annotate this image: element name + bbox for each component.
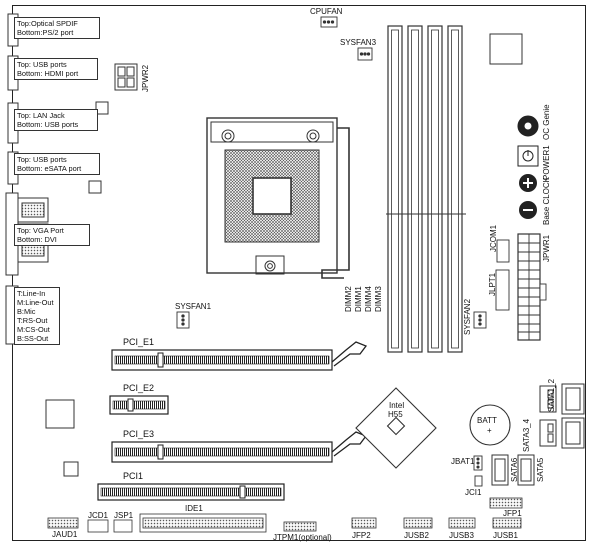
io-label-lan-usb: Top: LAN Jack Bottom: USB ports [14, 109, 98, 131]
marker-square [489, 33, 523, 65]
sysfan3-header [357, 47, 373, 61]
cpufan-header [320, 16, 338, 28]
pcie3-label: PCI_E3 [123, 429, 155, 439]
audio-jack-label: B:Mic [17, 307, 36, 316]
oc-genie-button [517, 115, 539, 137]
bottom-headers [47, 497, 523, 533]
cpu-socket [206, 117, 350, 279]
io-label-audio: T:Line-In M:Line-Out B:Mic T:RS-Out M:CS… [14, 287, 60, 345]
io-label-vga-dvi: Top: VGA Port Bottom: DVI [14, 224, 90, 246]
jpwr2-label: JPWR2 [141, 64, 150, 92]
io-bottom-text: Bottom: DVI [17, 235, 57, 244]
chipset [355, 387, 437, 469]
pcie1-label: PCI_E1 [123, 337, 155, 347]
audio-jack-label: M:Line-Out [17, 298, 54, 307]
chipset-brand-label: Intel [389, 401, 405, 410]
ide1-label: IDE1 [185, 504, 203, 513]
sata12-label: SATA1_2 [547, 378, 556, 412]
jtpm1-label: JTPM1(optional) [273, 533, 332, 542]
jfp1-label: JFP1 [503, 509, 522, 518]
chipset-model-label: H55 [388, 410, 403, 419]
power-button [517, 145, 539, 167]
power1-label: POWER1 [542, 145, 551, 180]
marker-square [63, 461, 79, 477]
sysfan3-label: SYSFAN3 [340, 38, 377, 47]
jfp2-label: JFP2 [352, 531, 371, 540]
sysfan2-header [473, 311, 487, 329]
jaud1-label: JAUD1 [52, 530, 78, 539]
sata-connectors [539, 383, 585, 449]
io-top-text: Top: VGA Port [17, 226, 64, 235]
dimm3-label: DIMM3 [374, 286, 383, 312]
jci1-label: JCI1 [465, 488, 482, 497]
marker-square [95, 101, 109, 115]
battery-label: BATT [477, 416, 497, 425]
dimm1-label: DIMM1 [354, 286, 363, 312]
io-label-usb-hdmi: Top: USB ports Bottom: HDMI port [14, 58, 98, 80]
io-top-text: Top: USB ports [17, 155, 67, 164]
jbat1-label: JBAT1 [451, 457, 475, 466]
jpwr1-label: JPWR1 [542, 234, 551, 262]
marker-square [88, 180, 102, 194]
jci1-header [474, 475, 483, 487]
jlpt1-header [495, 269, 510, 311]
io-bottom-text: Bottom: eSATA port [17, 164, 82, 173]
audio-jack-label: B:SS-Out [17, 334, 49, 343]
audio-jack-label: T:RS-Out [17, 316, 48, 325]
io-label-spdif: Top:Optical SPDIF Bottom:PS/2 port [14, 17, 100, 39]
io-top-text: Top: USB ports [17, 60, 67, 69]
jbat1-header [473, 455, 483, 471]
cpufan-label: CPUFAN [310, 7, 343, 16]
jusb2-label: JUSB2 [404, 531, 429, 540]
base-clock-label: Base CLOCK [542, 176, 551, 225]
sysfan1-header [176, 311, 190, 329]
jsp1-label: JSP1 [114, 511, 134, 520]
dimm2-label: DIMM2 [344, 286, 353, 312]
jpwr1-connector [517, 233, 547, 341]
io-bottom-text: Bottom:PS/2 port [17, 28, 74, 37]
io-bottom-text: Bottom: HDMI port [17, 69, 79, 78]
battery-plus-label: + [487, 426, 492, 435]
jlpt1-label: JLPT1 [488, 272, 497, 296]
pcie2-slot [109, 395, 169, 415]
io-label-usb-esata: Top: USB ports Bottom: eSATA port [14, 153, 100, 175]
pci1-label: PCI1 [123, 471, 144, 481]
io-top-text: Top:Optical SPDIF [17, 19, 78, 28]
pcie2-label: PCI_E2 [123, 383, 155, 393]
sata34-label: SATA3_4 [522, 418, 531, 452]
pci1-slot [97, 483, 285, 501]
dimm-slots [386, 25, 466, 353]
io-bottom-text: Bottom: USB ports [17, 120, 79, 129]
jusb1-label: JUSB1 [493, 531, 518, 540]
audio-jack-label: M:CS-Out [17, 325, 50, 334]
battery [469, 404, 511, 446]
base-clock-minus-button [519, 201, 537, 219]
base-clock-plus-button [519, 174, 537, 192]
jcom1-label: JCOM1 [489, 224, 498, 252]
dimm4-label: DIMM4 [364, 286, 373, 312]
pcie3-slot [111, 431, 368, 463]
io-top-text: Top: LAN Jack [17, 111, 65, 120]
sata5-sata6-connectors [491, 454, 535, 486]
oc-genie-label: OC Genie [542, 104, 551, 140]
sysfan2-label: SYSFAN2 [463, 298, 472, 335]
sata6-label: SATA6 [510, 457, 519, 482]
jcd1-label: JCD1 [88, 511, 109, 520]
marker-square [45, 399, 75, 429]
sata5-label: SATA5 [536, 457, 545, 482]
jpwr2-connector [114, 63, 138, 91]
audio-jack-label: T:Line-In [17, 289, 46, 298]
pcie1-slot [111, 341, 368, 371]
jusb3-label: JUSB3 [449, 531, 474, 540]
jcom1-header [496, 239, 510, 263]
sysfan1-label: SYSFAN1 [175, 302, 212, 311]
